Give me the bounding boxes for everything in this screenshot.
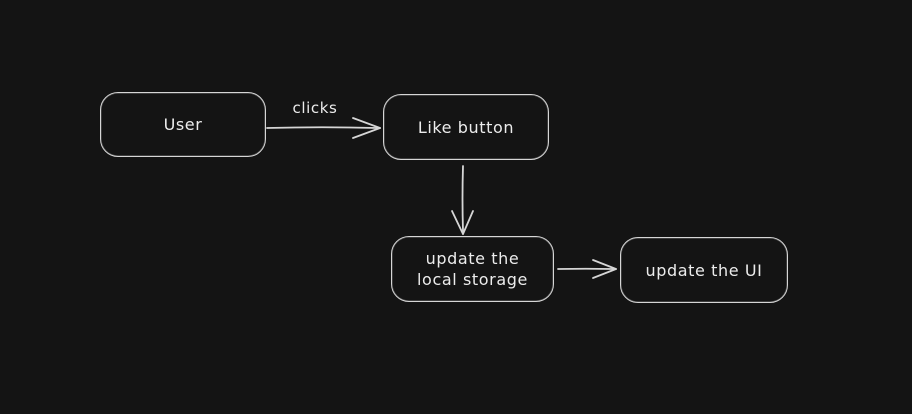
arrow-update-local-storage-to-update-ui[interactable] (557, 259, 617, 279)
node-update-ui-label: update the UI (645, 260, 763, 280)
node-like-button[interactable]: Like button (383, 94, 549, 160)
node-update-ui[interactable]: update the UI (620, 237, 788, 303)
edge-label-clicks[interactable]: clicks (292, 99, 338, 117)
node-user-label: User (163, 115, 203, 134)
node-like-button-label: Like button (417, 117, 515, 137)
arrow-like-button-to-update-local-storage[interactable] (451, 165, 474, 235)
arrow-user-to-like-button[interactable] (266, 117, 381, 139)
node-user[interactable]: User (100, 92, 266, 157)
node-update-local-storage[interactable]: update the local storage (391, 236, 554, 302)
node-update-local-storage-label: update the local storage (417, 249, 528, 289)
